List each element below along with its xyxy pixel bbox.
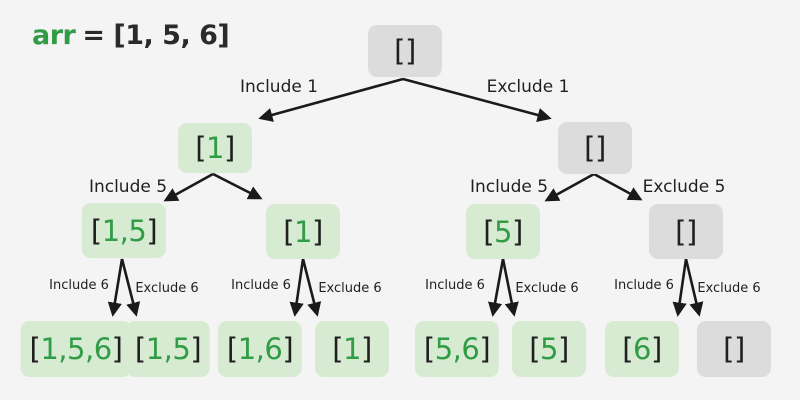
bracket-close: ] [360, 332, 372, 366]
bracket-close: ] [111, 332, 123, 366]
edge-include-5-left [163, 172, 214, 202]
bracket-close: ] [650, 332, 662, 366]
edge-label-exclude-6-b: Exclude 6 [318, 281, 382, 296]
node-value: 6 [633, 332, 651, 366]
node-empty-l2: [] [649, 204, 723, 259]
edge-exclude-5-left [212, 172, 263, 200]
bracket-close: ] [686, 214, 697, 249]
bracket-close: ] [223, 131, 235, 165]
node-1-l2: [1] [266, 204, 340, 259]
leaf-5: [5] [512, 321, 586, 377]
node-root-empty: [] [368, 25, 442, 77]
edge-include-6-d [672, 258, 688, 317]
bracket-close: ] [595, 131, 606, 165]
edge-include-5-right [544, 172, 595, 202]
edge-exclude-6-c [501, 258, 519, 317]
bracket-close: ] [479, 332, 491, 366]
edge-exclude-1 [402, 77, 552, 122]
edge-label-exclude-1: Exclude 1 [486, 77, 570, 97]
bracket-open: [ [723, 332, 734, 366]
node-value: 5 [494, 214, 512, 249]
array-variable-name: arr [32, 20, 76, 51]
edge-label-include-6-a: Include 6 [49, 278, 109, 293]
edge-exclude-6-b [301, 258, 322, 317]
node-value: 5,6 [434, 332, 480, 366]
leaf-1-6: [1,6] [217, 321, 303, 377]
array-value: = [1, 5, 6] [82, 20, 230, 51]
bracket-open: [ [195, 131, 207, 165]
bracket-open: [ [675, 214, 686, 249]
bracket-close: ] [557, 332, 569, 366]
bracket-close: ] [311, 214, 323, 249]
edge-label-include-6-c: Include 6 [425, 278, 485, 293]
leaf-6: [6] [605, 321, 679, 377]
bracket-open: [ [283, 214, 295, 249]
node-value: 1 [206, 131, 224, 165]
bracket-open: [ [394, 34, 405, 68]
edge-exclude-6-a [120, 258, 141, 317]
bracket-open: [ [332, 332, 344, 366]
bracket-open: [ [622, 332, 634, 366]
bracket-open: [ [29, 332, 41, 366]
node-1: [1] [178, 123, 252, 173]
edge-label-include-6-b: Include 6 [231, 278, 291, 293]
bracket-open: [ [134, 332, 146, 366]
edge-label-exclude-6-a: Exclude 6 [135, 281, 199, 296]
leaf-5-6: [5,6] [414, 321, 500, 377]
leaf-1-5-6: [1,5,6] [20, 321, 132, 377]
bracket-open: [ [584, 131, 595, 165]
node-empty-l1: [] [558, 122, 632, 174]
edge-include-1 [258, 77, 404, 122]
bracket-open: [ [483, 214, 495, 249]
node-value: 5 [540, 332, 558, 366]
edge-label-include-1: Include 1 [239, 77, 319, 97]
edge-include-6-c [488, 258, 505, 317]
bracket-close: ] [146, 213, 158, 248]
edge-label-include-5-right: Include 5 [469, 177, 549, 197]
edge-label-include-5-left: Include 5 [88, 177, 168, 197]
edge-label-exclude-6-c: Exclude 6 [515, 281, 579, 296]
node-value: 1 [343, 332, 361, 366]
edge-label-include-6-d: Include 6 [614, 278, 674, 293]
bracket-open: [ [423, 332, 435, 366]
bracket-close: ] [511, 214, 523, 249]
leaf-empty: [] [697, 321, 771, 377]
edge-exclude-5-right [593, 172, 643, 201]
bracket-close: ] [190, 332, 202, 366]
array-definition-title: arr= [1, 5, 6] [32, 20, 230, 51]
bracket-open: [ [226, 332, 238, 366]
leaf-1: [1] [315, 321, 389, 377]
edge-include-6-b [289, 258, 305, 317]
node-value: 1 [294, 214, 312, 249]
node-1-5: [1,5] [81, 203, 167, 258]
node-value: 1,5 [145, 332, 191, 366]
leaf-1-5: [1,5] [125, 321, 211, 377]
node-5: [5] [466, 204, 540, 259]
edge-label-exclude-5-right: Exclude 5 [642, 177, 726, 197]
node-value: 1,5 [101, 213, 147, 248]
node-value: 1,6 [237, 332, 283, 366]
bracket-close: ] [405, 34, 416, 68]
bracket-open: [ [529, 332, 541, 366]
bracket-open: [ [90, 213, 102, 248]
edge-include-6-a [107, 258, 124, 317]
bracket-close: ] [734, 332, 745, 366]
edge-exclude-6-d [684, 258, 704, 317]
bracket-close: ] [282, 332, 294, 366]
node-value: 1,5,6 [40, 332, 112, 366]
edge-lines [107, 77, 704, 317]
edge-label-exclude-6-d: Exclude 6 [697, 281, 761, 296]
